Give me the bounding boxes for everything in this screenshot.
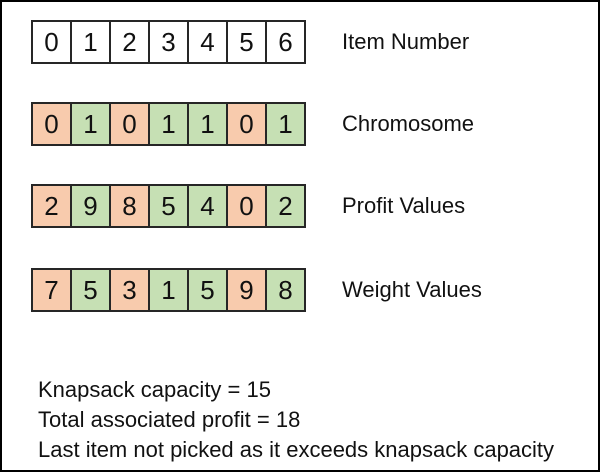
cell: 1 [70,102,111,146]
cell: 6 [265,20,306,64]
note-knapsack-capacity: Knapsack capacity = 15 [38,377,271,402]
cell: 1 [148,268,189,312]
cell: 2 [31,184,72,228]
cell: 0 [31,20,72,64]
cell: 2 [109,20,150,64]
cell: 3 [109,268,150,312]
notes-block: Knapsack capacity = 15 Total associated … [38,375,554,465]
cell: 1 [70,20,111,64]
cell: 0 [109,102,150,146]
row-label-profit-values: Profit Values [342,193,466,218]
cell: 8 [109,184,150,228]
cell: 7 [31,268,72,312]
cell: 2 [265,184,306,228]
cell: 5 [226,20,267,64]
cell: 0 [226,184,267,228]
note-last-item: Last item not picked as it exceeds knaps… [38,437,555,462]
row-label-chromosome: Chromosome [342,111,475,136]
cell: 4 [187,20,228,64]
cell: 5 [187,268,228,312]
cell: 4 [187,184,228,228]
cell: 1 [148,102,189,146]
cell: 9 [226,268,267,312]
cell: 0 [31,102,72,146]
cell: 0 [226,102,267,146]
cell: 9 [70,184,111,228]
cell: 5 [70,268,111,312]
row-label-item-number: Item Number [342,29,470,54]
cell: 3 [148,20,189,64]
cell: 8 [265,268,306,312]
note-total-profit: Total associated profit = 18 [38,407,301,432]
cell: 1 [187,102,228,146]
cell: 5 [148,184,189,228]
cell: 1 [265,102,306,146]
row-label-weight-values: Weight Values [342,277,482,302]
